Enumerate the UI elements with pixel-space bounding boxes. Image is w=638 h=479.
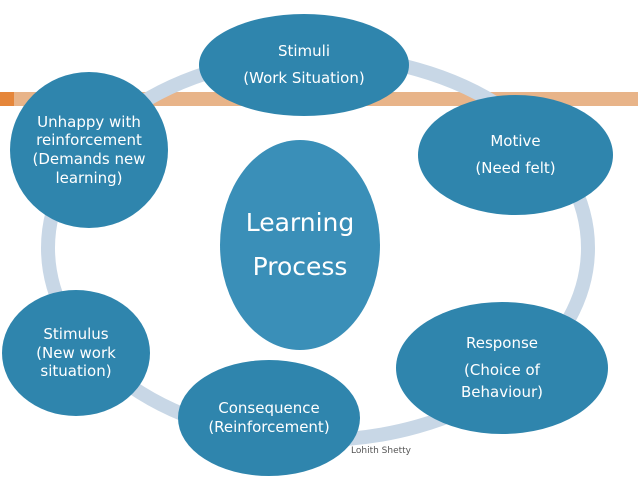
node-motive-line-1: Motive bbox=[490, 132, 541, 151]
center-learning-process: Learning Process bbox=[220, 140, 380, 350]
center-line-1: Learning bbox=[245, 208, 355, 238]
node-unhappy-line-3: (Demands new bbox=[32, 150, 146, 168]
node-unhappy-line-2: reinforcement bbox=[36, 131, 142, 150]
node-stimulus-line-3: situation) bbox=[40, 362, 112, 381]
node-stimuli-line-2: (Work Situation) bbox=[243, 69, 365, 87]
node-consequence-line-2: (Reinforcement) bbox=[208, 418, 330, 436]
node-response: Response (Choice of Behaviour) bbox=[396, 302, 608, 434]
node-stimuli: Stimuli (Work Situation) bbox=[199, 14, 409, 116]
node-unhappy: Unhappy with reinforcement (Demands new … bbox=[10, 72, 168, 228]
node-stimulus: Stimulus (New work situation) bbox=[2, 290, 150, 416]
node-consequence-line-1: Consequence bbox=[218, 399, 320, 418]
node-response-line-3: Behaviour) bbox=[461, 383, 543, 402]
center-line-2: Process bbox=[252, 252, 348, 281]
node-response-line-2: (Choice of bbox=[464, 360, 540, 379]
node-consequence: Consequence (Reinforcement) bbox=[178, 360, 360, 476]
node-response-line-1: Response bbox=[465, 334, 539, 353]
node-stimuli-line-1: Stimuli bbox=[277, 42, 331, 61]
node-unhappy-line-4: learning) bbox=[55, 168, 123, 187]
node-motive-line-2: (Need felt) bbox=[475, 159, 556, 177]
accent-bar-tip bbox=[0, 92, 14, 106]
node-stimulus-line-2: (New work bbox=[36, 343, 116, 362]
node-motive: Motive (Need felt) bbox=[418, 95, 613, 215]
footer-author: Lohith Shetty bbox=[351, 446, 411, 456]
node-unhappy-line-1: Unhappy with bbox=[37, 112, 141, 131]
node-stimulus-line-1: Stimulus bbox=[43, 324, 109, 343]
